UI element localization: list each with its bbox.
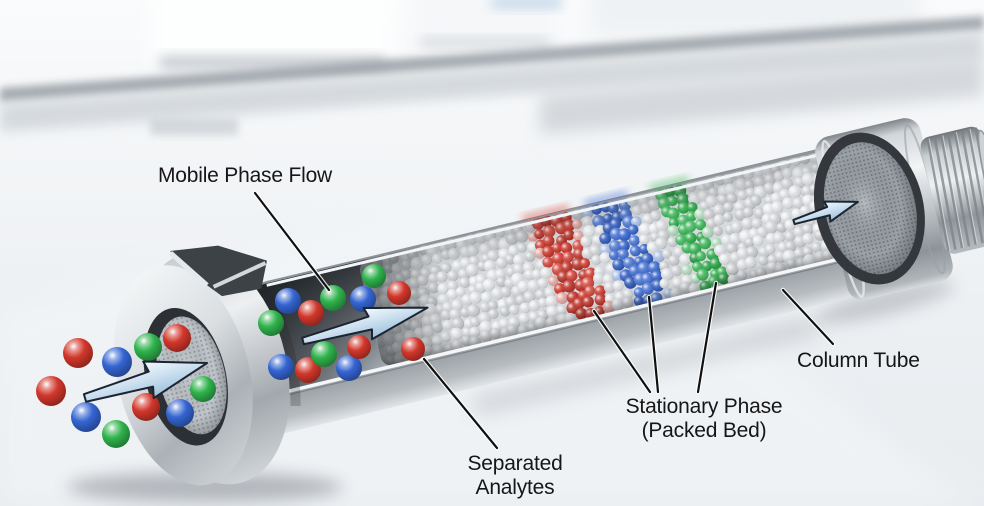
red-analyte-bead	[295, 357, 321, 383]
label-separated-analytes: Separated Analytes	[425, 452, 605, 500]
packed-bed-bottom-shadow	[380, 242, 852, 369]
leader-line-stationary_phase	[696, 281, 718, 394]
flow-arrows	[80, 192, 861, 417]
channel-flow-arrow-shape	[299, 292, 432, 357]
wedge-cut-face	[168, 251, 209, 288]
background-instrument-shadow	[420, 38, 550, 47]
label-stationary-phase-line1: Stationary Phase	[625, 395, 783, 418]
green-analyte-bead	[102, 420, 130, 448]
red-analyte-bead	[401, 337, 425, 361]
red-analyte-bead	[163, 324, 191, 352]
label-column-tube: Column Tube	[797, 349, 920, 372]
blue-analyte-bead	[102, 347, 132, 377]
column-shadow	[815, 280, 955, 324]
cut-edge-bright	[266, 153, 818, 287]
cut-edge-dark	[265, 151, 817, 283]
end-cap-cut-wedge	[169, 245, 267, 297]
leader-lines	[252, 190, 836, 451]
blue-analyte-bead	[275, 288, 301, 314]
bench-back-edge	[0, 16, 984, 102]
outlet-frit-shading	[823, 142, 917, 275]
red-analyte-bead	[298, 300, 324, 326]
label-mobile-phase-flow: Mobile Phase Flow	[158, 164, 333, 187]
outlet-fitting	[813, 118, 984, 301]
green-analyte-bead	[320, 285, 346, 311]
column-shadow	[470, 318, 820, 414]
green-analyte-bead	[258, 310, 284, 336]
leader-line-mobile_phase_flow	[253, 191, 331, 292]
blue-analyte-bead	[268, 354, 294, 380]
background-instrument	[150, 0, 395, 65]
analytes-at-inlet	[36, 324, 216, 448]
cut-lip-dark	[288, 261, 840, 396]
leader-line-stationary_phase	[647, 295, 660, 394]
blue-analyte-bead	[166, 399, 194, 427]
inlet-end-cap	[114, 245, 301, 486]
inlet-flow-arrow-shape	[80, 345, 213, 417]
blue-analyte-bead	[336, 355, 362, 381]
leader-line-column_tube	[781, 288, 835, 346]
blue-analyte-bead	[71, 402, 101, 432]
label-separated-analytes-line1: Separated	[467, 452, 563, 475]
label-stationary-phase-line2: (Packed Bed)	[641, 419, 767, 442]
bench-back-edge-light	[0, 32, 984, 132]
green-analyte-bead	[362, 264, 386, 288]
inlet-flow-arrow	[80, 345, 213, 417]
leader-line-stationary_phase	[592, 309, 652, 394]
red-analyte-bead	[347, 335, 371, 359]
wedge-cut-face	[212, 261, 267, 289]
red-analyte-bead	[387, 281, 411, 305]
cap-contact-shadow	[265, 294, 301, 406]
column-shadow	[67, 472, 343, 502]
red-analyte-bead	[132, 393, 160, 421]
green-analyte-bead	[311, 341, 337, 367]
background-blue-object	[492, 0, 562, 8]
analytes-in-channel	[258, 264, 425, 383]
edge-reflection	[648, 176, 690, 193]
red-analyte-bead	[63, 338, 93, 368]
column-assembly	[114, 118, 984, 486]
cut-lip-bright	[287, 257, 839, 393]
thread-end-face	[977, 129, 984, 237]
label-stationary-phase: Stationary Phase (Packed Bed)	[596, 395, 812, 443]
outlet-flow-arrow-shape	[791, 192, 861, 232]
green-analyte-bead	[190, 376, 216, 402]
leader-line-separated_analytes	[422, 357, 499, 450]
outlet-flow-arrow	[791, 192, 861, 232]
channel-flow-arrow	[299, 292, 432, 357]
label-separated-analytes-line2: Analytes	[475, 476, 555, 499]
bench-band	[540, 58, 984, 134]
blue-analyte-bead	[350, 286, 376, 312]
bench-detail	[150, 118, 238, 135]
packed-bed-top-shadow	[357, 148, 833, 287]
red-analyte-bead	[36, 376, 66, 406]
green-analyte-bead	[134, 333, 162, 361]
